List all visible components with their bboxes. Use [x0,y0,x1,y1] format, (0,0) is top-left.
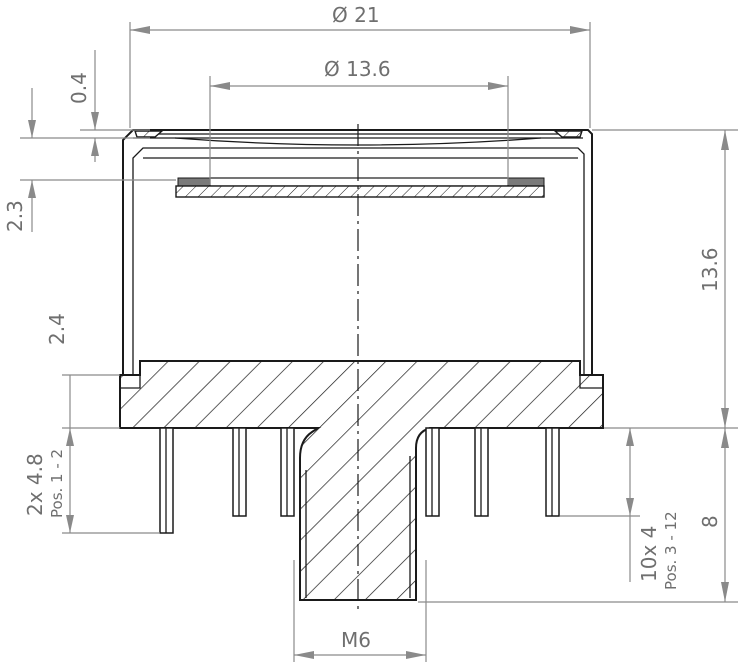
housing-outer-wall [122,129,593,375]
dim-top-offset-label: 0.4 [67,72,91,104]
arrow [488,82,508,90]
arrow [91,138,99,156]
arrow [721,130,729,150]
dim-pin-a-label: 2x 4.8 [23,453,47,516]
housing-inner-wall [132,147,585,376]
flange-step-left [119,375,141,389]
arrow [28,120,36,138]
sensor-body [119,124,604,612]
arrow [721,582,729,602]
arrow [130,26,150,34]
arrow [66,515,74,533]
dim-flange-label: 2.4 [45,313,69,345]
arrow [66,428,74,446]
dim-pin-a-pos-label: Pos. 1 - 2 [48,449,66,518]
dim-pin-b-label: 10x 4 [637,526,661,582]
arrow [91,112,99,130]
arrow [294,651,314,659]
dim-body-height-label: 13.6 [698,247,722,292]
base-flange [119,360,604,601]
flange-step-right [579,375,604,389]
arrow [721,408,729,428]
dimensions: Ø 21 Ø 13.6 0.4 2.3 13.6 2.4 [3,3,738,662]
rim-hatch-right [553,130,583,138]
dim-outer-diameter-label: Ø 21 [332,3,380,27]
rim-hatch-left [134,130,164,138]
arrow [28,180,36,198]
sensor-chip-top [209,177,509,187]
sensor-chip-pad-left [177,177,211,187]
arrow [570,26,590,34]
dim-inner-diameter-label: Ø 13.6 [324,57,391,81]
dim-thread-label: M6 [341,628,371,652]
dim-pin-b-pos-label: Pos. 3 - 12 [662,511,680,590]
arrow [210,82,230,90]
arrow [626,428,634,446]
sensor-chip-pad-right [507,177,545,187]
dim-membrane-label: 2.3 [3,200,27,232]
pins [159,427,560,534]
arrow [406,651,426,659]
arrow [626,498,634,516]
sensor-chip-base [175,185,545,198]
dim-thread-length-label: 8 [698,515,722,528]
arrow [721,428,729,448]
